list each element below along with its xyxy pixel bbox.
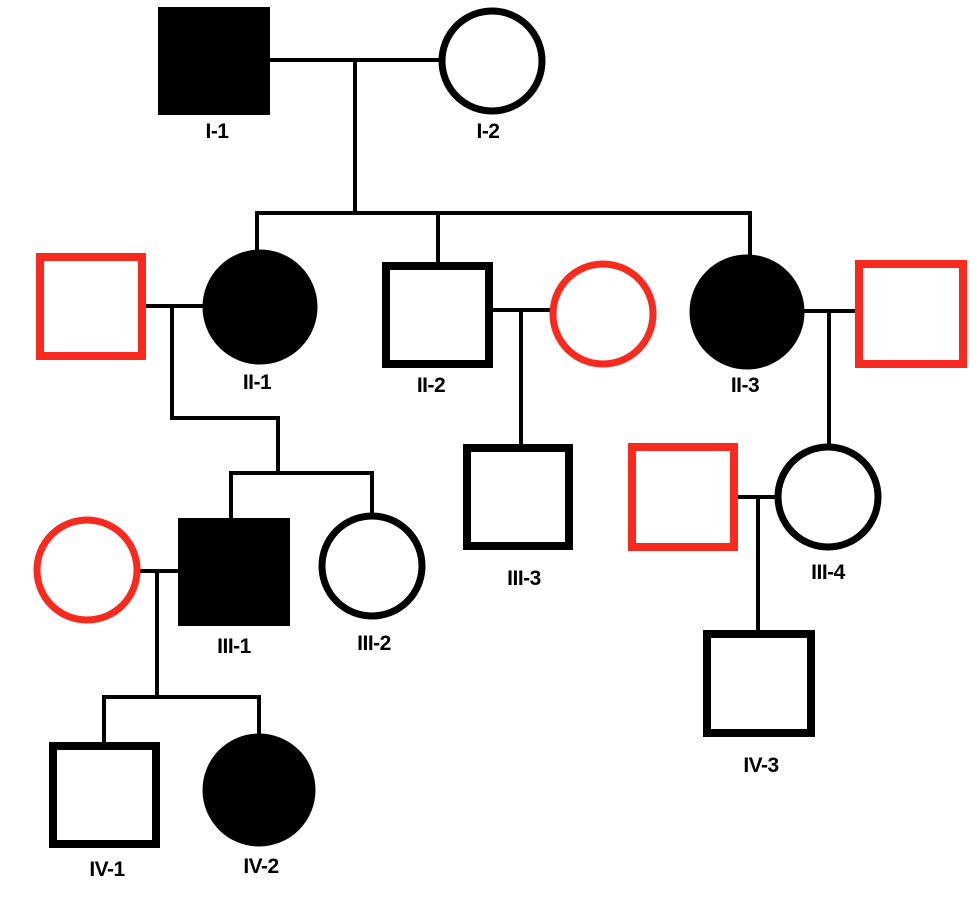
individual-III-4-spouse-male	[628, 443, 738, 551]
individual-label-II-1: II-1	[243, 371, 272, 394]
individual-IV-1-male	[49, 742, 160, 848]
individual-III-1-male-affected	[178, 518, 290, 626]
individual-label-III-4: III-4	[811, 561, 845, 584]
individual-I-1-male-affected	[158, 7, 270, 115]
individual-II-3-female-affected	[689, 254, 805, 370]
individual-label-I-1: I-1	[205, 120, 229, 143]
individual-IV-2-female-affected	[202, 733, 316, 847]
individual-III-2-female	[318, 512, 426, 620]
individual-II-2-male	[382, 262, 493, 368]
individual-III-4-female	[774, 443, 882, 551]
individual-I-2-female	[438, 7, 546, 115]
individual-label-IV-3: IV-3	[743, 754, 778, 777]
individual-label-IV-2: IV-2	[243, 855, 278, 878]
individual-label-III-3: III-3	[507, 567, 541, 590]
individual-label-II-2: II-2	[417, 374, 445, 397]
individual-IV-3-male	[703, 630, 815, 737]
individual-label-II-3: II-3	[731, 374, 759, 397]
individual-II-3-spouse-male	[855, 260, 967, 368]
individual-II-1-spouse-male	[36, 253, 146, 360]
individual-II-2-spouse-female	[549, 260, 657, 368]
individual-label-I-2: I-2	[476, 120, 499, 143]
individual-III-3-male	[463, 444, 573, 550]
individual-label-III-1: III-1	[217, 635, 251, 658]
individual-label-IV-1: IV-1	[89, 858, 125, 881]
individual-II-1-female-affected	[202, 249, 318, 365]
individual-label-III-2: III-2	[357, 632, 391, 655]
individual-III-1-spouse-female	[33, 516, 141, 624]
